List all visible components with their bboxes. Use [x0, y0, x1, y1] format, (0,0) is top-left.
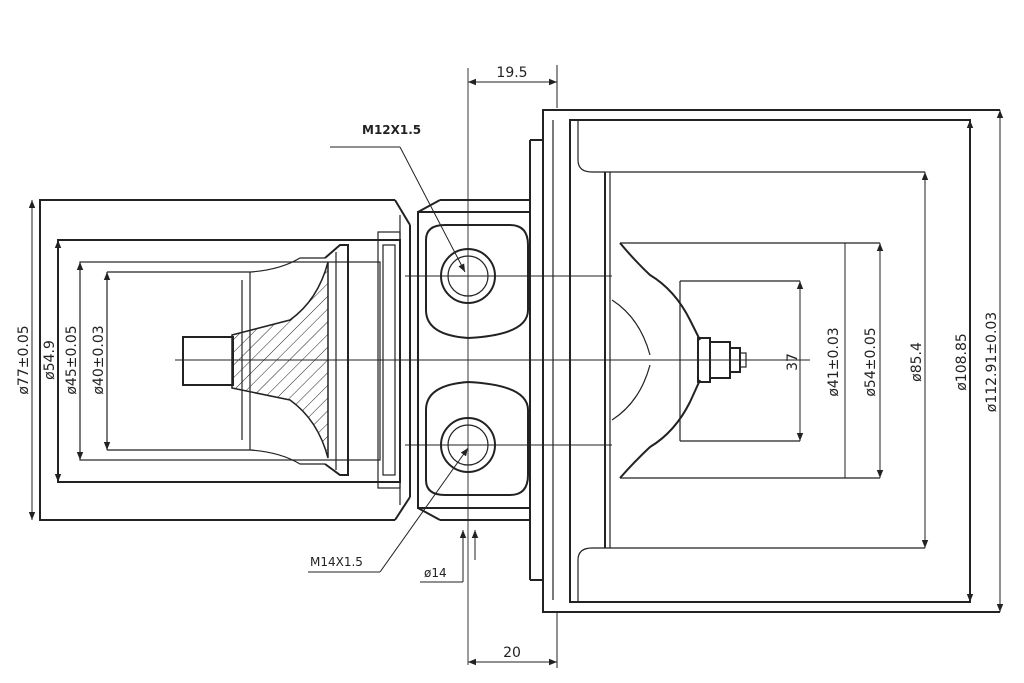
center-housing [417, 109, 560, 613]
hub-section-hatch [231, 261, 329, 459]
dia-108-85-label: ø108.85 [954, 333, 970, 391]
compressor-outer-body [39, 199, 395, 521]
upper-oil-boss [425, 224, 529, 340]
dia-112-91-label: ø112.91±0.03 [984, 312, 1000, 412]
dim-19-5-label: 19.5 [496, 65, 527, 81]
lower-oil-boss [425, 380, 529, 496]
m12-bore [440, 248, 496, 304]
dia-40-label: ø40±0.03 [91, 325, 107, 394]
compressor-nut [182, 336, 234, 386]
dia-14-label: ø14 [424, 566, 447, 580]
m14-bore [440, 417, 496, 473]
dia-54-9-label: ø54.9 [42, 340, 58, 380]
dim-20-label: 20 [503, 645, 521, 661]
dia-85-4-label: ø85.4 [909, 342, 925, 382]
turbine-wheel [560, 109, 1000, 613]
dimensions: 19.5 20 M12X1.5 M14X1.5 ø14 37 ø77±0.05 … [16, 65, 1004, 668]
dim-37-label: 37 [785, 353, 801, 371]
dia-41-label: ø41±0.03 [826, 327, 842, 396]
dia-54-label: ø54±0.05 [863, 327, 879, 396]
dia-45-label: ø45±0.05 [64, 325, 80, 394]
thread-m14-label: M14X1.5 [310, 555, 363, 569]
thread-m12-label: M12X1.5 [362, 123, 421, 137]
dia-77-label: ø77±0.05 [16, 325, 32, 394]
